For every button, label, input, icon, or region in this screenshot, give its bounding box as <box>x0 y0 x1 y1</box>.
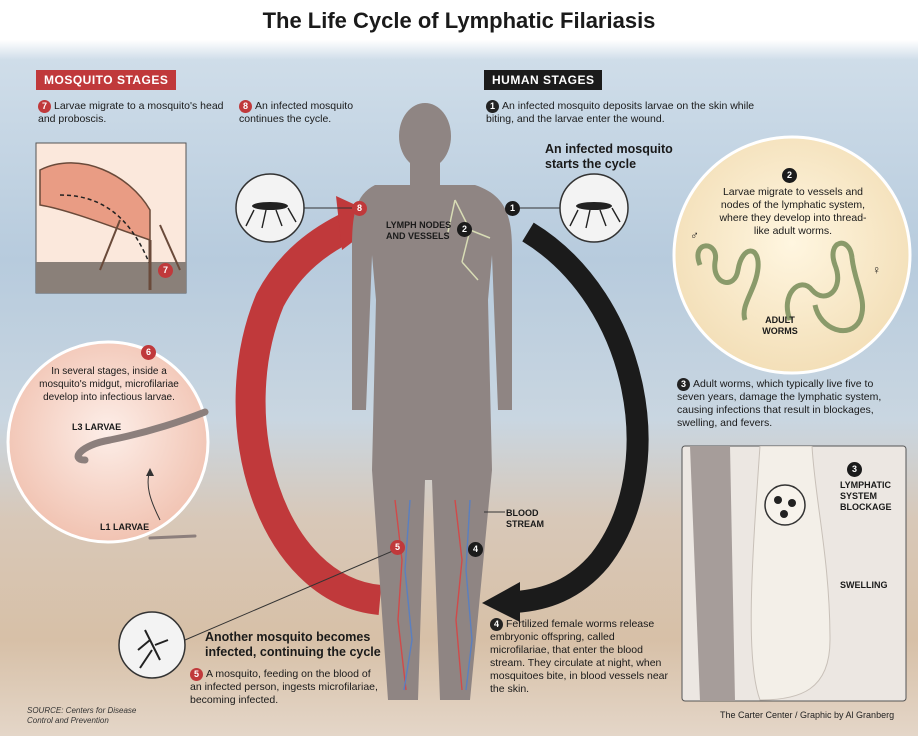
label-l3-larvae: L3 LARVAE <box>72 422 121 433</box>
step-5-description: A mosquito, feeding on the blood of an i… <box>190 668 378 706</box>
male-symbol: ♂ <box>690 230 699 241</box>
badge-6-magnifier: 6 <box>141 345 156 360</box>
step-6-text: In several stages, inside a mosquito's m… <box>30 365 188 404</box>
step-3-number: 3 <box>677 378 690 391</box>
step-4-number: 4 <box>490 618 503 631</box>
badge-3-leg: 3 <box>847 462 862 477</box>
mosquito-icon-infected <box>119 612 185 678</box>
badge-2-magnifier: 2 <box>782 168 797 183</box>
label-swelling: SWELLING <box>840 580 888 591</box>
step-8-number: 8 <box>239 100 252 113</box>
black-arrowhead <box>482 582 520 622</box>
badge-5: 5 <box>390 540 405 555</box>
step-1-description: An infected mosquito deposits larvae on … <box>486 100 754 125</box>
mosquito-icon-continue <box>236 174 304 242</box>
step-2-text: Larvae migrate to vessels and nodes of t… <box>718 186 868 238</box>
step-7-description: Larvae migrate to a mosquito's head and … <box>38 100 224 125</box>
label-adult-worms: ADULT WORMS <box>760 315 800 337</box>
label-l1-larvae: L1 LARVAE <box>100 522 149 533</box>
label-blockage: LYMPHATIC SYSTEM BLOCKAGE <box>840 480 902 513</box>
step-8-description: An infected mosquito continues the cycle… <box>239 100 353 125</box>
callout-another-mosquito: Another mosquito becomes infected, conti… <box>205 630 395 660</box>
black-cycle-arrow <box>515 232 638 602</box>
credit-line: The Carter Center / Graphic by Al Granbe… <box>720 710 894 720</box>
mosquito-icon-start <box>560 174 628 242</box>
badge-4: 4 <box>468 542 483 557</box>
callout-start-cycle: An infected mosquito starts the cycle <box>545 142 680 172</box>
badge-1: 1 <box>505 201 520 216</box>
female-symbol: ♀ <box>872 265 881 276</box>
step-7-number: 7 <box>38 100 51 113</box>
step-3-description: Adult worms, which typically live five t… <box>677 378 881 429</box>
label-lymph: LYMPH NODES AND VESSELS <box>386 220 456 242</box>
badge-2: 2 <box>457 222 472 237</box>
source-note: SOURCE: Centers for Disease Control and … <box>27 706 157 726</box>
step-1-number: 1 <box>486 100 499 113</box>
badge-7-panel: 7 <box>158 263 173 278</box>
badge-8: 8 <box>352 201 367 216</box>
step-5-number: 5 <box>190 668 203 681</box>
step-4-description: Fertilized female worms release embryoni… <box>490 618 668 695</box>
label-blood-stream: BLOOD STREAM <box>506 508 556 530</box>
